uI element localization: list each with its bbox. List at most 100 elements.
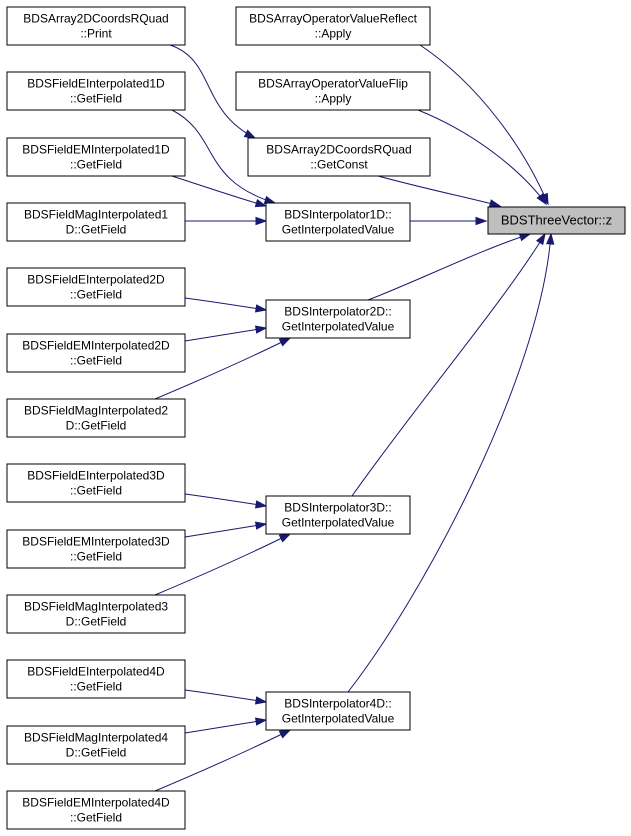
edge-fmag2d-to-i2d (154, 337, 292, 400)
node-label-line: ::GetField (70, 158, 122, 172)
node-label-line: ::GetField (70, 680, 122, 694)
edge-arrowhead (475, 216, 488, 226)
node-box (247, 137, 431, 177)
edge-fem4d-to-i4d (154, 729, 292, 792)
node-label-line: ::Print (80, 27, 112, 41)
edge-a2dprint-to-getconst (169, 44, 257, 139)
node-box (6, 463, 186, 503)
node-label-line: BDSInterpolator3D:: (284, 501, 391, 515)
node-label-line: BDSFieldEMInterpolated3D (22, 535, 170, 549)
node-getconst[interactable]: BDSArray2DCoordsRQuad::GetConst (247, 137, 431, 177)
edge-reflect-to-z (419, 44, 549, 206)
node-label-line: ::GetConst (310, 158, 368, 172)
node-fe4d[interactable]: BDSFieldEInterpolated4D::GetField (6, 659, 186, 699)
edge-arrowhead (536, 193, 547, 206)
node-fem4d[interactable]: BDSFieldEMInterpolated4D::GetField (6, 790, 186, 830)
node-fe1d[interactable]: BDSFieldEInterpolated1D::GetField (6, 71, 186, 111)
edge-fem1d-to-i1d (171, 175, 268, 208)
node-label-line: D::GetField (66, 419, 127, 433)
edge-i4d-to-z (347, 232, 555, 693)
node-box (265, 495, 411, 535)
node-i3d[interactable]: BDSInterpolator3D::GetInterpolatedValue (265, 495, 411, 535)
node-fem1d[interactable]: BDSFieldEMInterpolated1D::GetField (6, 137, 186, 177)
node-label-line: ::GetField (70, 484, 122, 498)
edge-line (417, 109, 547, 205)
edge-arrowhead (254, 325, 268, 334)
node-label-line: ::GetField (70, 354, 122, 368)
node-box (6, 398, 186, 438)
node-label-line: BDSFieldMagInterpolated1 (24, 208, 168, 222)
edge-arrowhead (254, 304, 268, 313)
node-label-line: ::GetField (70, 288, 122, 302)
node-fem2d[interactable]: BDSFieldEMInterpolated2D::GetField (6, 333, 186, 373)
edge-arrowhead (546, 232, 555, 245)
node-fem3d[interactable]: BDSFieldEMInterpolated3D::GetField (6, 529, 186, 569)
node-label-line: D::GetField (66, 615, 127, 629)
node-box (6, 202, 186, 242)
edge-line (367, 233, 531, 301)
node-label-line: BDSFieldEMInterpolated1D (22, 143, 170, 157)
edge-line (184, 327, 267, 342)
nodes-layer: BDSThreeVector::z BDSArray2DCoordsRQuad::… (6, 6, 626, 830)
node-box (235, 71, 431, 111)
edge-line (184, 689, 267, 703)
edge-arrowhead (518, 233, 532, 242)
node-label-line: BDSThreeVector::z (501, 213, 612, 228)
edge-arrowhead (254, 696, 268, 705)
node-label-line: BDSFieldMagInterpolated3 (24, 600, 168, 614)
edge-arrowhead (243, 129, 257, 139)
edge-arrowhead (278, 729, 292, 739)
node-label-line: D::GetField (66, 746, 127, 760)
edge-line (171, 175, 267, 207)
node-i1d[interactable]: BDSInterpolator1D::GetInterpolatedValue (265, 202, 411, 242)
edge-i2d-to-z (367, 233, 532, 301)
node-label-line: GetInterpolatedValue (282, 223, 395, 237)
node-box (6, 594, 186, 634)
node-flip[interactable]: BDSArrayOperatorValueFlip::Apply (235, 71, 431, 111)
node-box (6, 790, 186, 830)
edge-line (419, 44, 549, 205)
node-box (6, 6, 186, 46)
edge-line (169, 44, 256, 139)
node-label-line: BDSFieldEInterpolated2D (27, 273, 165, 287)
edge-line (154, 533, 291, 596)
node-box (6, 71, 186, 111)
edge-line (171, 109, 276, 204)
edge-arrowhead (278, 533, 292, 543)
node-i2d[interactable]: BDSInterpolator2D::GetInterpolatedValue (265, 299, 411, 339)
node-reflect[interactable]: BDSArrayOperatorValueReflect::Apply (235, 6, 431, 46)
node-label-line: BDSArrayOperatorValueReflect (249, 12, 418, 26)
node-fe3d[interactable]: BDSFieldEInterpolated3D::GetField (6, 463, 186, 503)
edge-line (351, 233, 546, 497)
node-box (265, 299, 411, 339)
node-label-line: D::GetField (66, 223, 127, 237)
edge-line (347, 233, 552, 693)
node-label-line: GetInterpolatedValue (282, 712, 395, 726)
node-box (6, 725, 186, 765)
node-a2dprint[interactable]: BDSArray2DCoordsRQuad::Print (6, 6, 186, 46)
node-label-line: BDSFieldEInterpolated3D (27, 469, 165, 483)
node-box (265, 202, 411, 242)
node-label-line: BDSInterpolator2D:: (284, 305, 391, 319)
node-label-line: ::GetField (70, 550, 122, 564)
edge-fem3d-to-i3d (184, 521, 268, 538)
edge-getconst-to-z (377, 175, 502, 208)
edge-line (154, 337, 291, 400)
node-label-line: BDSFieldEInterpolated1D (27, 77, 165, 91)
node-box (6, 529, 186, 569)
node-z[interactable]: BDSThreeVector::z (487, 206, 626, 235)
edge-fmag3d-to-i3d (154, 533, 292, 596)
edge-arrowhead (263, 195, 277, 204)
node-label-line: BDSFieldEMInterpolated4D (22, 796, 170, 810)
node-fe2d[interactable]: BDSFieldEInterpolated2D::GetField (6, 267, 186, 307)
node-label-line: BDSArray2DCoordsRQuad (23, 12, 168, 26)
node-label-line: BDSArrayOperatorValueFlip (258, 77, 408, 91)
node-i4d[interactable]: BDSInterpolator4D::GetInterpolatedValue (265, 691, 411, 731)
node-label-line: GetInterpolatedValue (282, 516, 395, 530)
node-label-line: BDSArray2DCoordsRQuad (266, 143, 411, 157)
